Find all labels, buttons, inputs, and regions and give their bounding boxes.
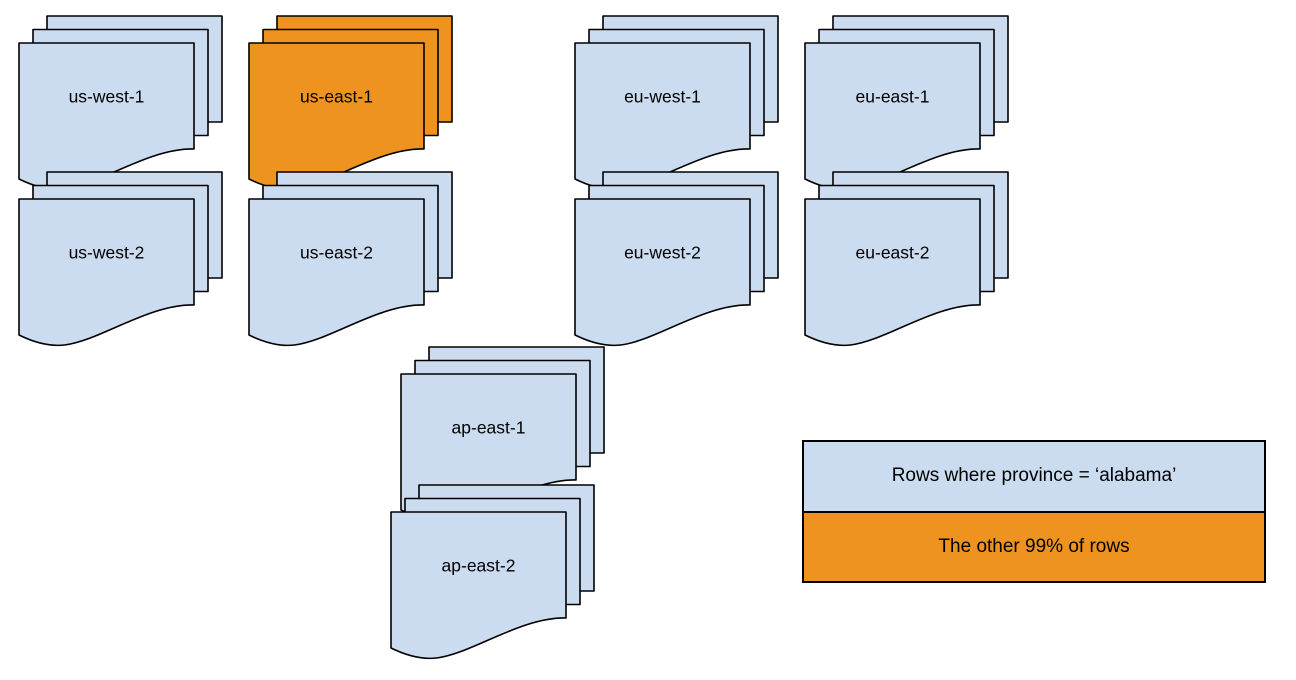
region-label: eu-west-1 xyxy=(624,87,701,107)
region-label: eu-east-1 xyxy=(856,87,930,107)
region-label: us-east-2 xyxy=(300,243,373,263)
doc-stack-graphic: us-east-2 xyxy=(248,171,453,347)
doc-sheet-front xyxy=(248,198,425,347)
region-label: eu-east-2 xyxy=(856,243,930,263)
legend-row-orange: The other 99% of rows xyxy=(804,512,1264,581)
doc-sheet-front xyxy=(574,42,751,191)
region-label: us-west-1 xyxy=(69,87,145,107)
doc-stack-graphic: ap-east-1 xyxy=(400,346,605,522)
region-label: eu-west-2 xyxy=(624,243,701,263)
region-doc-stack-eu-east-1[interactable]: eu-east-1 xyxy=(804,15,1012,197)
region-label: ap-east-2 xyxy=(442,556,516,576)
doc-stack-graphic: eu-west-2 xyxy=(574,171,779,347)
doc-stack-graphic: us-east-1 xyxy=(248,15,453,191)
doc-sheet-front xyxy=(18,42,195,191)
region-doc-stack-ap-east-1[interactable]: ap-east-1 xyxy=(400,346,608,528)
legend-label-blue: Rows where province = ‘alabama’ xyxy=(891,465,1177,487)
region-label: us-west-2 xyxy=(69,243,145,263)
region-doc-stack-eu-west-1[interactable]: eu-west-1 xyxy=(574,15,782,197)
region-doc-stack-eu-west-2[interactable]: eu-west-2 xyxy=(574,171,782,353)
doc-stack-graphic: ap-east-2 xyxy=(390,484,595,660)
doc-stack-graphic: us-west-2 xyxy=(18,171,223,347)
legend-label-orange: The other 99% of rows xyxy=(938,535,1130,557)
doc-sheet-front xyxy=(18,198,195,347)
region-doc-stack-us-east-2[interactable]: us-east-2 xyxy=(248,171,456,353)
legend-row-blue: Rows where province = ‘alabama’ xyxy=(804,442,1264,513)
region-doc-stack-us-east-1[interactable]: us-east-1 xyxy=(248,15,456,197)
doc-stack-graphic: eu-west-1 xyxy=(574,15,779,191)
doc-sheet-front xyxy=(574,198,751,347)
region-label: us-east-1 xyxy=(300,87,373,107)
region-doc-stack-ap-east-2[interactable]: ap-east-2 xyxy=(390,484,598,666)
doc-stack-graphic: eu-east-1 xyxy=(804,15,1009,191)
region-doc-stack-us-west-2[interactable]: us-west-2 xyxy=(18,171,226,353)
region-doc-stack-eu-east-2[interactable]: eu-east-2 xyxy=(804,171,1012,353)
doc-stack-graphic: eu-east-2 xyxy=(804,171,1009,347)
doc-sheet-front xyxy=(804,42,981,191)
doc-sheet-front xyxy=(390,511,567,660)
doc-stack-graphic: us-west-1 xyxy=(18,15,223,191)
doc-sheet-front xyxy=(248,42,425,191)
region-label: ap-east-1 xyxy=(452,418,526,438)
doc-sheet-front xyxy=(804,198,981,347)
region-doc-stack-us-west-1[interactable]: us-west-1 xyxy=(18,15,226,197)
legend: Rows where province = ‘alabama’ The othe… xyxy=(802,440,1266,583)
